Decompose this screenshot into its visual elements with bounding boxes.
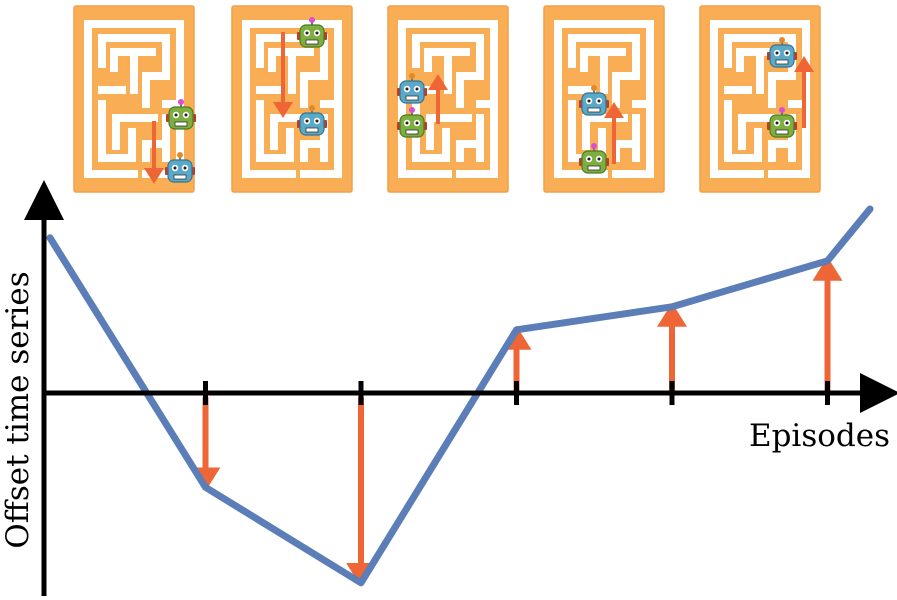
maze-panel-episode-2 [231,5,353,193]
maze-panel-episode-3 [387,5,509,193]
x-axis-ticks [203,381,830,405]
robot-blue-icon [579,85,609,116]
robot-blue-icon [165,152,195,183]
axes [24,180,897,596]
robot-blue-icon [297,105,327,136]
robot-green-icon [397,107,427,138]
robot-green-icon [579,143,609,174]
x-axis-label: Episodes [749,418,890,454]
maze-panel-episode-5 [699,5,821,193]
robot-green-icon [166,99,196,130]
y-axis-label: Offset time series [0,271,36,548]
offset-arrows [190,256,843,587]
robot-green-icon [297,17,327,48]
robot-green-icon [767,107,797,138]
robot-blue-icon [767,37,797,68]
robot-blue-icon [397,73,427,104]
maze-panel-episode-4 [543,5,665,193]
maze-panels [73,5,821,193]
offset-series-line [46,205,874,587]
maze-panel-episode-1 [73,5,196,193]
